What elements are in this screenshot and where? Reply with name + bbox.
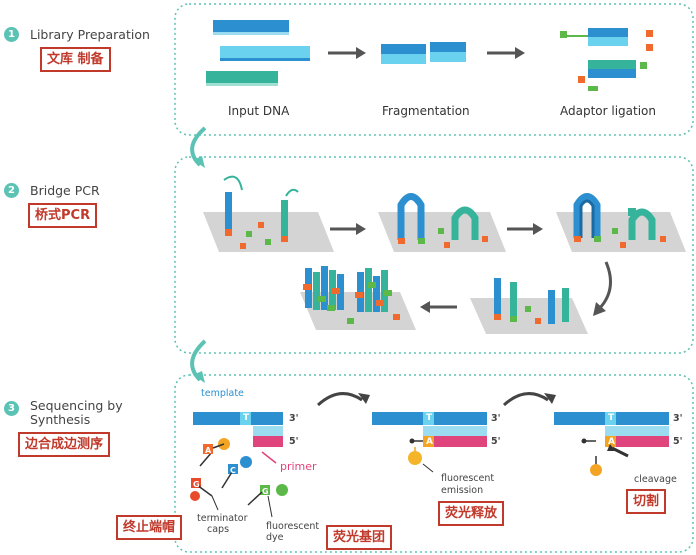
step1-cn-label: 文库 制备 <box>40 47 111 72</box>
step2-number: 2 <box>4 183 19 198</box>
arrow-step2-2 <box>507 223 543 235</box>
arrow-input-to-frag <box>328 47 366 59</box>
curved-arrow-3a <box>316 392 363 407</box>
label-template: template <box>201 388 244 399</box>
sbs-panel-2 <box>372 412 487 473</box>
cn-terminator-caps: 终止端帽 <box>116 515 183 540</box>
strand-5-2: 5' <box>491 436 501 447</box>
cn-fluorescent-group: 荧光基团 <box>326 525 393 550</box>
sbs-panel-1 <box>190 412 288 518</box>
step3-number: 3 <box>4 401 19 416</box>
fragmentation-graphic <box>381 42 466 64</box>
label-dye: dye <box>266 532 284 543</box>
label-fragmentation: Fragmentation <box>382 104 470 118</box>
base-g-red: G <box>193 480 200 489</box>
base-a: A <box>205 446 212 455</box>
step1-title: Library Preparation <box>30 27 150 42</box>
label-primer: primer <box>280 460 317 473</box>
label-caps: caps <box>207 524 230 535</box>
arrow-step2-3 <box>420 301 457 313</box>
cn-fluorescent-release: 荧光释放 <box>438 501 505 526</box>
flowcell-3 <box>556 193 686 252</box>
step2-title: Bridge PCR <box>30 183 100 198</box>
flowcell-1 <box>203 175 334 252</box>
sbs-panel-3 <box>554 412 669 476</box>
frame-step3 <box>174 374 694 553</box>
strand-5-1: 5' <box>289 436 299 447</box>
frame-step2 <box>174 156 694 354</box>
strand-3-3: 3' <box>673 413 683 424</box>
base-g-green: G <box>262 487 269 496</box>
step3-cn-label: 边合成边测序 <box>18 432 111 457</box>
strand-3-2: 3' <box>491 413 501 424</box>
adaptor-ligation-graphic <box>560 28 653 91</box>
step2-cn-label: 桥式PCR <box>28 203 98 228</box>
label-adaptor-ligation: Adaptor ligation <box>560 104 657 118</box>
flowcell-4 <box>470 278 588 334</box>
cn-cleavage: 切割 <box>626 489 667 514</box>
label-input-dna: Input DNA <box>228 104 290 118</box>
step3-title-line1: Sequencing by <box>30 398 123 413</box>
curved-arrow-3b <box>502 392 549 407</box>
flowcell-2 <box>378 193 506 252</box>
base-t-1: T <box>243 413 250 423</box>
base-c: C <box>230 466 236 475</box>
flowcell-5 <box>300 266 416 330</box>
arrow-step2-1 <box>330 223 366 235</box>
base-a-2: A <box>426 437 433 447</box>
step3-title-line2: Synthesis <box>30 412 91 427</box>
label-emission-2: emission <box>441 485 484 496</box>
curved-arrow-down <box>593 261 612 316</box>
input-dna-graphic <box>206 20 310 86</box>
base-t-3: T <box>608 413 615 423</box>
label-terminator: terminator <box>197 513 248 524</box>
strand-3-1: 3' <box>289 413 299 424</box>
label-fluorescent: fluorescent <box>266 521 320 532</box>
base-t-2: T <box>426 413 433 423</box>
step1-number: 1 <box>4 27 19 42</box>
label-cleavage: cleavage <box>634 474 677 485</box>
arrow-frag-to-adaptor <box>487 47 525 59</box>
strand-5-3: 5' <box>673 436 683 447</box>
frame-step1 <box>174 3 694 136</box>
label-emission-1: fluorescent <box>441 473 495 484</box>
base-a-3: A <box>608 437 615 447</box>
